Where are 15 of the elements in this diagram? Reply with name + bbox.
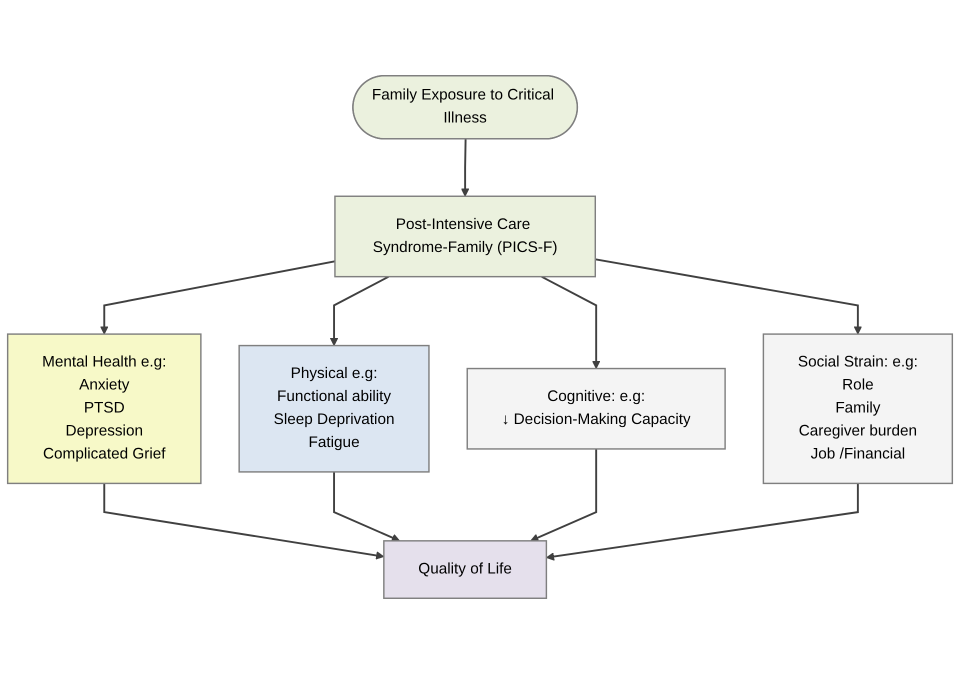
arrow bbox=[460, 138, 470, 196]
node-box: Cognitive: e.g: ↓ Decision-Making Capacity bbox=[466, 367, 726, 450]
node-box: Physical e.g: Functional ability Sleep Deprivation Fatigue bbox=[238, 344, 430, 472]
arrow bbox=[103, 482, 384, 560]
node-box: Quality of Life bbox=[383, 540, 548, 599]
arrow bbox=[530, 448, 598, 542]
node-box: Post-Intensive Care Syndrome-Family (PICS-F) bbox=[334, 195, 596, 277]
arrow bbox=[330, 275, 390, 346]
arrow bbox=[595, 258, 862, 334]
node-box: Social Strain: e.g: Role Family Caregiver burden Job /Financial bbox=[762, 332, 954, 484]
arrow bbox=[546, 482, 859, 560]
arrow bbox=[541, 275, 600, 368]
arrow bbox=[100, 260, 336, 334]
arrow bbox=[333, 471, 400, 542]
node-box: Mental Health e.g: Anxiety PTSD Depression Complicated Grief bbox=[6, 332, 202, 484]
